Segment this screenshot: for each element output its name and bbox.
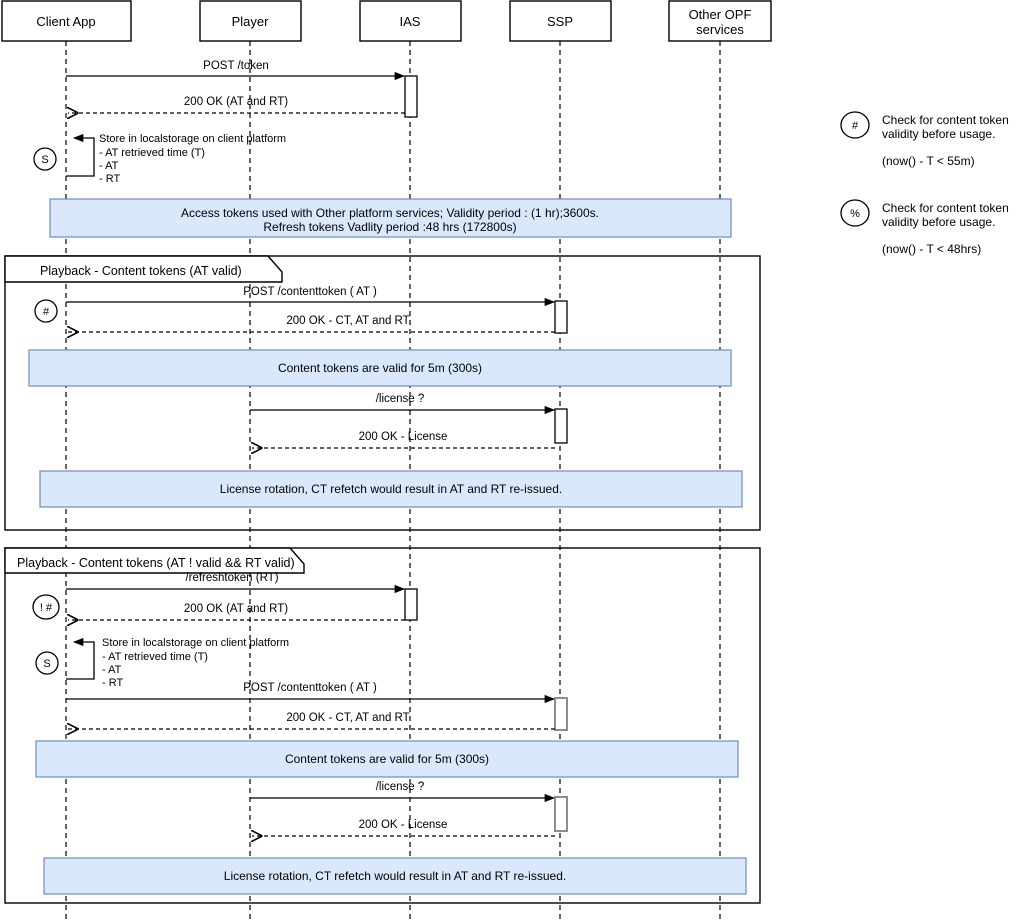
marker-hash-1[interactable]: # [34,299,58,323]
legend-condition-hash: (now() - T < 55m) [882,154,975,168]
message-license-request-2[interactable]: /license ? [250,781,556,803]
self-message-item-1-2: - RT [99,173,120,185]
message-200-ok-ct-at-rt-1[interactable]: 200 OK - CT, AT and RT [68,315,555,332]
marker-s-1[interactable]: S [33,147,57,171]
lifeline-label-client-app: Client App [36,14,95,29]
message-200-ok-ct-at-rt-2[interactable]: 200 OK - CT, AT and RT [68,712,555,729]
lifeline-label-player: Player [232,14,270,29]
fragment-playback-at-not-valid[interactable]: Playback - Content tokens (AT ! valid &&… [4,547,761,904]
lifeline-label-ias: IAS [400,14,421,29]
legend-marker-circle-hash [840,111,870,139]
lifeline-label-ssp: SSP [547,14,573,29]
message-label-200-ok-at-rt-1: 200 OK (AT and RT) [184,96,288,108]
self-message-store-localstorage-2[interactable]: Store in localstorage on client platform… [66,637,289,689]
lifeline-header-other-opf[interactable]: Other OPF services [668,0,772,42]
legend-symbol-hash: # [852,120,859,132]
self-message-item-2-2: - RT [102,677,123,689]
self-message-arrow-2 [66,637,95,680]
message-label-200-ok-ct-at-rt-1: 200 OK - CT, AT and RT [286,315,409,327]
self-message-item-2-1: - AT [102,664,122,676]
activation-bar-ias-2[interactable] [404,588,418,621]
message-label-refreshtoken: /refreshtoken (RT) [185,572,278,584]
note-content-token-valid-1[interactable]: Content tokens are valid for 5m (300s) [28,349,732,387]
self-message-title-1: Store in localstorage on client platform [99,133,286,145]
message-post-contenttoken-2[interactable]: POST /contenttoken ( AT ) [66,682,556,704]
message-200-ok-at-rt-1[interactable]: 200 OK (AT and RT) [68,96,405,113]
lifeline-header-ias[interactable]: IAS [359,0,462,42]
message-label-200-ok-at-rt-2: 200 OK (AT and RT) [184,603,288,615]
activation-bar-ssp-1[interactable] [554,300,568,334]
message-label-200-ok-ct-at-rt-2: 200 OK - CT, AT and RT [286,712,409,724]
note-line-n2-0: Content tokens are valid for 5m (300s) [278,361,482,375]
legend-condition-percent: (now() - T < 48hrs) [882,242,981,256]
message-label-200-ok-license-2: 200 OK - License [359,819,448,831]
message-200-ok-license-2[interactable]: 200 OK - License [252,819,555,836]
note-access-token-validity[interactable]: Access tokens used with Other platform s… [49,198,732,238]
fragment-label-2: Playback - Content tokens (AT ! valid &&… [17,556,295,570]
message-refreshtoken[interactable]: /refreshtoken (RT) [66,572,406,594]
self-message-arrow-1 [66,133,95,177]
self-message-title-2: Store in localstorage on client platform [102,637,289,649]
message-label-license-request-1: /license ? [376,393,425,405]
message-label-post-contenttoken-1: POST /contenttoken ( AT ) [243,286,377,298]
legend-text-percent-line1: Check for content token [882,201,1009,215]
lifeline-header-ssp[interactable]: SSP [509,0,612,42]
self-message-store-localstorage-1[interactable]: Store in localstorage on client platform… [66,133,286,185]
note-line-n3-0: License rotation, CT refetch would resul… [220,482,562,496]
message-post-token[interactable]: POST /token [66,60,406,81]
lifeline-header-player[interactable]: Player [199,0,302,42]
fragment-playback-at-valid[interactable]: Playback - Content tokens (AT valid) [4,255,761,531]
marker-symbol-hash-1: # [43,306,50,318]
legend-marker-circle-percent [840,199,870,227]
legend: # Check for content token validity befor… [840,111,1009,256]
message-label-license-request-2: /license ? [376,781,425,793]
message-label-post-contenttoken-2: POST /contenttoken ( AT ) [243,682,377,694]
fragment-label-1: Playback - Content tokens (AT valid) [40,264,242,278]
marker-symbol-s-2: S [43,658,50,670]
message-200-ok-at-rt-2[interactable]: 200 OK (AT and RT) [68,603,405,620]
note-line-n1-1: Refresh tokens Vadlity period :48 hrs (1… [263,220,516,234]
lifeline-label-other-opf-line2: services [696,22,744,37]
note-line-n5-0: License rotation, CT refetch would resul… [224,869,566,883]
lifeline-header-client-app[interactable]: Client App [1,0,132,42]
lifeline-label-other-opf-line1: Other OPF [689,7,752,22]
note-content-token-valid-2[interactable]: Content tokens are valid for 5m (300s) [35,740,739,778]
self-message-item-1-1: - AT [99,160,119,172]
message-license-request-1[interactable]: /license ? [250,393,556,415]
activation-bar-ias-1[interactable] [404,75,418,118]
lifeline-headers: Client App Player IAS SSP Other OPF serv… [1,0,772,42]
self-message-item-2-0: - AT retrieved time (T) [102,651,208,663]
activation-bar-ssp-2[interactable] [554,408,568,444]
message-label-post-token: POST /token [203,60,269,72]
marker-symbol-s-1: S [41,154,48,166]
note-line-n4-0: Content tokens are valid for 5m (300s) [285,752,489,766]
legend-symbol-percent: % [850,208,860,220]
legend-entry-percent[interactable]: % Check for content token validity befor… [840,199,1009,256]
self-message-item-1-0: - AT retrieved time (T) [99,147,205,159]
note-line-n1-0: Access tokens used with Other platform s… [181,206,599,220]
message-200-ok-license-1[interactable]: 200 OK - License [252,431,555,448]
activation-bar-ssp-4[interactable] [554,796,568,832]
marker-not-hash[interactable]: ! # [32,594,60,620]
legend-text-hash-line2: validity before usage. [882,127,995,141]
message-post-contenttoken-1[interactable]: POST /contenttoken ( AT ) [66,286,556,307]
note-license-rotation-1[interactable]: License rotation, CT refetch would resul… [39,470,743,508]
marker-s-2[interactable]: S [35,651,59,675]
fragment-tab-1 [4,255,283,283]
legend-text-percent-line2: validity before usage. [882,215,995,229]
legend-text-hash-line1: Check for content token [882,113,1009,127]
activation-bar-ssp-3[interactable] [554,697,568,731]
legend-entry-hash[interactable]: # Check for content token validity befor… [840,111,1009,168]
fragment-tab-2 [4,547,305,574]
message-label-200-ok-license-1: 200 OK - License [359,431,448,443]
marker-symbol-not-hash: ! # [40,602,53,614]
note-license-rotation-2[interactable]: License rotation, CT refetch would resul… [43,857,747,895]
